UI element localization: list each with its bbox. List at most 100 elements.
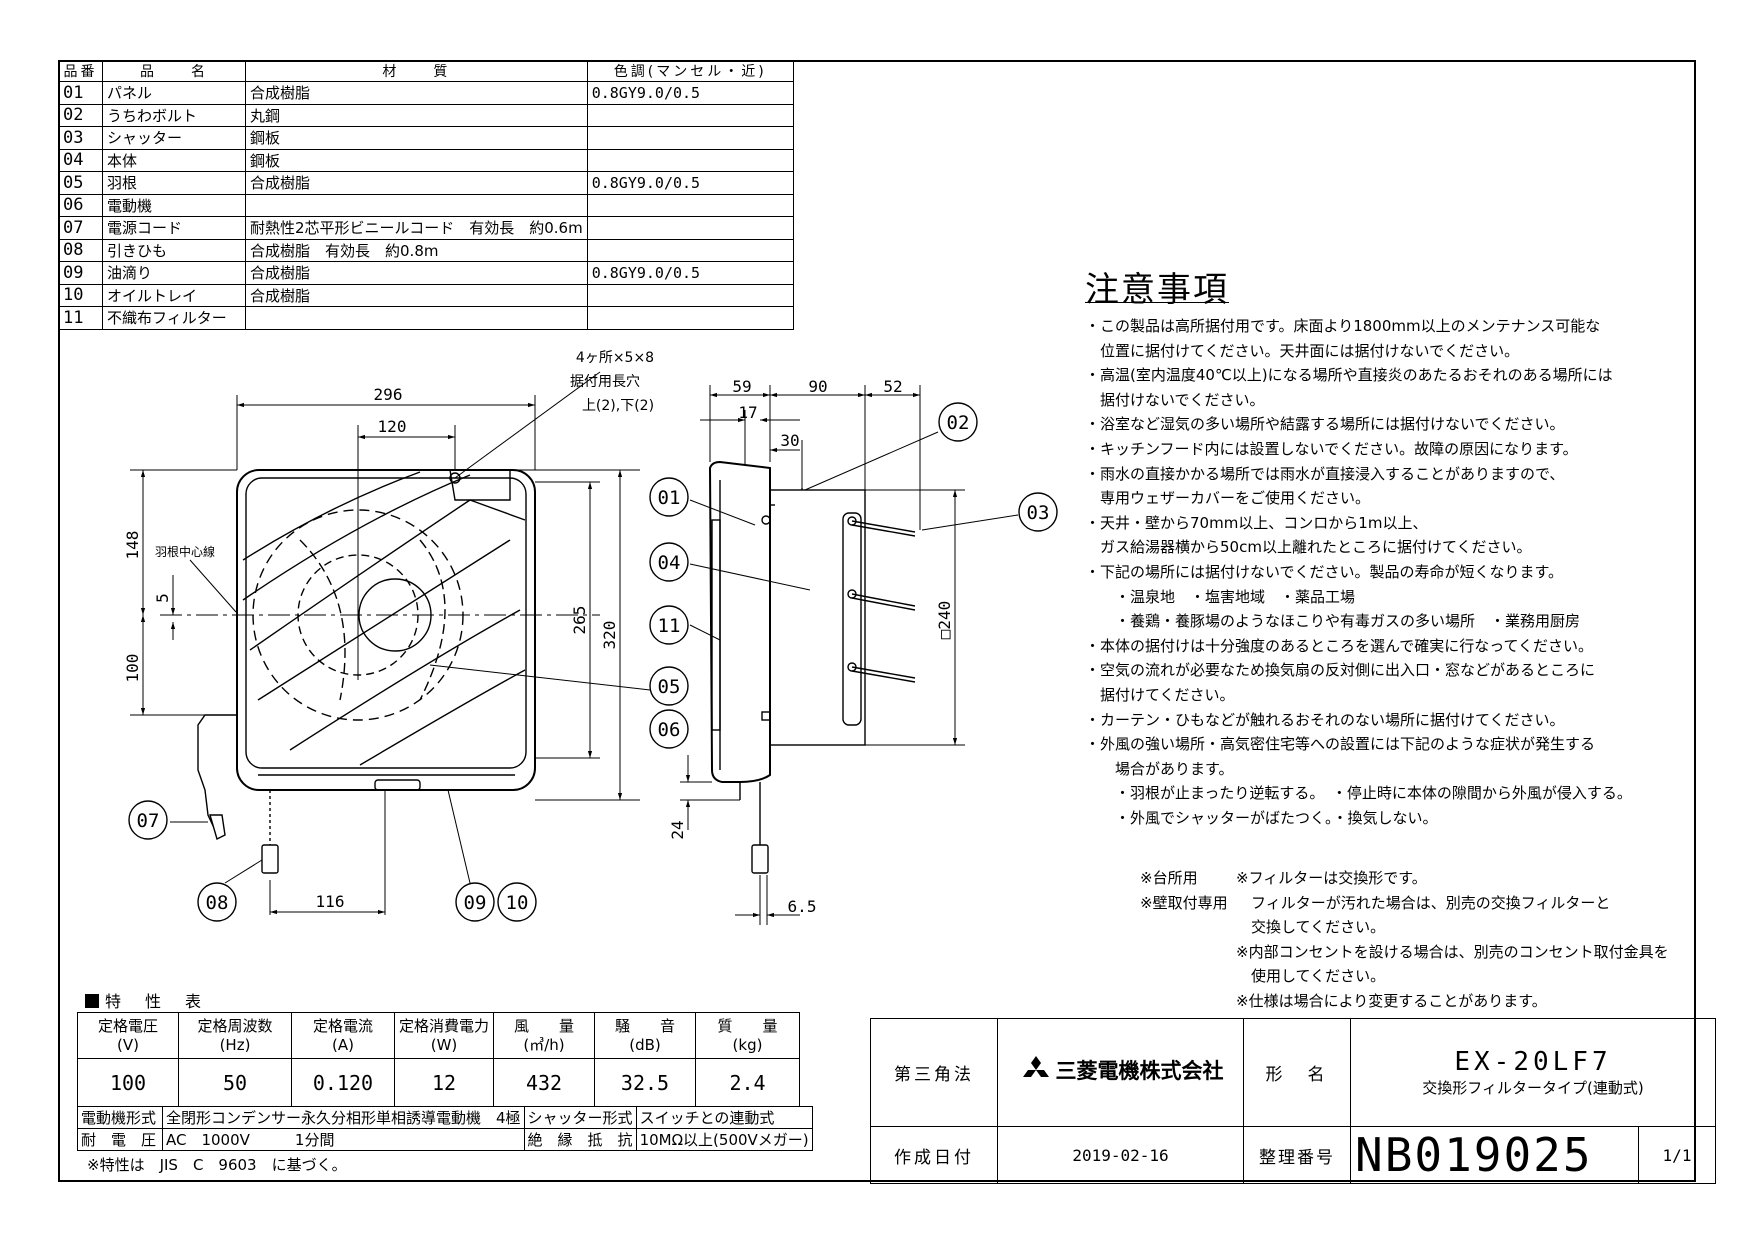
note-line: ・雨水の直接かかる場所では雨水が直接浸入することがありますので、 — [1085, 464, 1565, 483]
dim-90: 90 — [808, 377, 827, 396]
note-line: 場合があります。 — [1085, 759, 1234, 778]
balloon-07: 07 — [128, 800, 168, 840]
parts-cell-color — [586, 148, 794, 172]
spec-header-top: 定格消費電力 — [398, 1016, 489, 1035]
balloon-label: 05 — [658, 676, 681, 698]
withstand-value: AC 1000V 1分間 — [162, 1128, 525, 1151]
note-line: 位置に据付けてください。天井面には据付けないでください。 — [1085, 341, 1520, 360]
spec-value: 32.5 — [594, 1058, 696, 1107]
spec-header: 質 量(kg) — [695, 1012, 800, 1059]
parts-cell-material: 耐熱性2芯平形ビニールコード 有効長 約0.6m — [245, 216, 588, 240]
parts-table-header: 品番 品 名 材 質 色調(マンセル・近) — [58, 60, 794, 82]
shutter-value: スイッチとの連動式 — [635, 1106, 813, 1129]
balloon-08: 08 — [197, 882, 237, 922]
dim-116: 116 — [316, 892, 345, 911]
dim-120: 120 — [378, 417, 407, 436]
note-line: ・高温(室内温度40℃以上)になる場所や直接炎のあたるおそれのある場所には — [1085, 366, 1613, 385]
footnote-label — [1140, 964, 1236, 989]
note-line: ・浴室など湿気の多い場所や結露する場所には据付けないでください。 — [1085, 415, 1565, 434]
parts-cell-name: シャッター — [102, 126, 246, 150]
parts-cell-material: 鋼板 — [245, 126, 588, 150]
balloon-label: 07 — [137, 810, 160, 832]
footnote-row: ※台所用※フィルターは交換形です。 — [1140, 866, 1669, 891]
balloons — [170, 431, 1019, 884]
parts-cell-name: 羽根 — [102, 171, 246, 195]
note-line: ・カーテン・ひもなどが触れるおそれのない場所に据付けてください。 — [1085, 710, 1565, 729]
note-line: ・本体の据付けは十分強度のあるところを選んで確実に行なってください。 — [1085, 636, 1594, 655]
spec-header: 定格電流(A) — [291, 1012, 395, 1059]
balloon-label: 06 — [658, 719, 681, 741]
spec-header: 騒 音(dB) — [594, 1012, 696, 1059]
mount-note-2: 据付用長穴 — [570, 374, 640, 390]
square-bullet-icon — [85, 994, 99, 1008]
balloon-label: 08 — [206, 892, 229, 914]
parts-cell-name: パネル — [102, 81, 246, 105]
spec-table: 定格電圧(V)定格周波数(Hz)定格電流(A)定格消費電力(W)風 量(㎥/h)… — [77, 1012, 800, 1107]
maker-cell: 三菱電機株式会社 — [997, 1018, 1244, 1127]
model-label: 形 名 — [1243, 1018, 1351, 1127]
spec-header: 風 量(㎥/h) — [493, 1012, 595, 1059]
front-dimensions — [130, 371, 640, 915]
footnote-text: フィルターが汚れた場合は、別売の交換フィルターと — [1236, 893, 1611, 912]
dim-30: 30 — [780, 431, 799, 450]
parts-cell-no: 11 — [58, 306, 103, 330]
mount-note-3: 上(2),下(2) — [582, 398, 654, 414]
spec-note: ※特性は JIS C 9603 に基づく。 — [87, 1156, 347, 1174]
spec-header-top: 質 量 — [717, 1016, 778, 1035]
spec-header: 定格電圧(V) — [77, 1012, 179, 1059]
sheet-number: 1/1 — [1638, 1126, 1716, 1184]
dim-320: 320 — [600, 621, 619, 650]
note-line: ・外風の強い場所・高気密住宅等への設置には下記のような症状が発生する — [1085, 735, 1596, 754]
note-line: 専用ウェザーカバーをご使用ください。 — [1085, 489, 1371, 508]
spec-value: 12 — [394, 1058, 494, 1107]
spec-value: 0.120 — [291, 1058, 395, 1107]
dim-100: 100 — [123, 654, 142, 683]
footnote-text: ※仕様は場合により変更することがあります。 — [1236, 991, 1547, 1010]
spec-header-unit: (㎥/h) — [523, 1035, 565, 1054]
note-line: ・温泉地 ・塩害地域 ・薬品工場 — [1085, 587, 1356, 606]
spec-header-top: 定格電流 — [312, 1016, 373, 1035]
spec-header: 定格周波数(Hz) — [178, 1012, 292, 1059]
dim-240: □240 — [935, 601, 954, 640]
dim-52: 52 — [883, 377, 902, 396]
caution-notes: 注意事項 ・この製品は高所据付用です。床面より1800mm以上のメンテナンス可能… — [1085, 270, 1632, 830]
spec-detail-table: 電動機形式 全閉形コンデンサー永久分相形単相誘導電動機 4極 シャッター形式 ス… — [77, 1106, 813, 1151]
front-view — [160, 469, 600, 791]
spec-value: 2.4 — [695, 1058, 800, 1107]
motor-value: 全閉形コンデンサー永久分相形単相誘導電動機 4極 — [162, 1106, 525, 1129]
footnote-label — [1140, 915, 1236, 940]
footnotes: ※台所用※フィルターは交換形です。※壁取付専用 フィルターが汚れた場合は、別売の… — [1140, 866, 1669, 1013]
mitsubishi-logo-icon — [1018, 1055, 1054, 1090]
shutter-label: シャッター形式 — [523, 1106, 637, 1129]
parts-cell-material: 合成樹脂 — [245, 171, 588, 195]
spec-header-top: 定格周波数 — [197, 1016, 273, 1035]
parts-cell-no: 10 — [58, 283, 103, 307]
spec-header-unit: (V) — [117, 1035, 139, 1054]
balloon-label: 03 — [1027, 502, 1050, 524]
parts-cell-name: 不織布フィルター — [102, 306, 246, 330]
parts-cell-name: 本体 — [102, 148, 246, 172]
balloon-label: 04 — [658, 552, 681, 574]
balloon-06: 06 — [649, 709, 689, 749]
projection-label: 第三角法 — [870, 1018, 998, 1127]
footnote-row: 使用してください。 — [1140, 964, 1669, 989]
side-view — [708, 460, 916, 874]
footnote-label: ※台所用 — [1140, 869, 1198, 887]
footnote-text: 使用してください。 — [1236, 967, 1386, 985]
note-line: ・養鶏・養豚場のようなほこりや有毒ガスの多い場所 ・業務用厨房 — [1085, 612, 1581, 631]
spec-header-unit: (A) — [332, 1035, 354, 1054]
footnote-text: ※内部コンセントを設ける場合は、別売のコンセント取付金具を — [1236, 942, 1669, 961]
footnote-row: ※仕様は場合により変更することがあります。 — [1140, 989, 1669, 1014]
parts-cell-material: 鋼板 — [245, 148, 588, 172]
parts-cell-no: 05 — [58, 171, 103, 195]
blade-center-label: 羽根中心線 — [155, 544, 215, 559]
parts-cell-color: 0.8GY9.0/0.5 — [586, 261, 794, 285]
date-value: 2019-02-16 — [997, 1126, 1244, 1184]
spec-header-top: 風 量 — [513, 1016, 574, 1035]
balloon-05: 05 — [649, 666, 689, 706]
